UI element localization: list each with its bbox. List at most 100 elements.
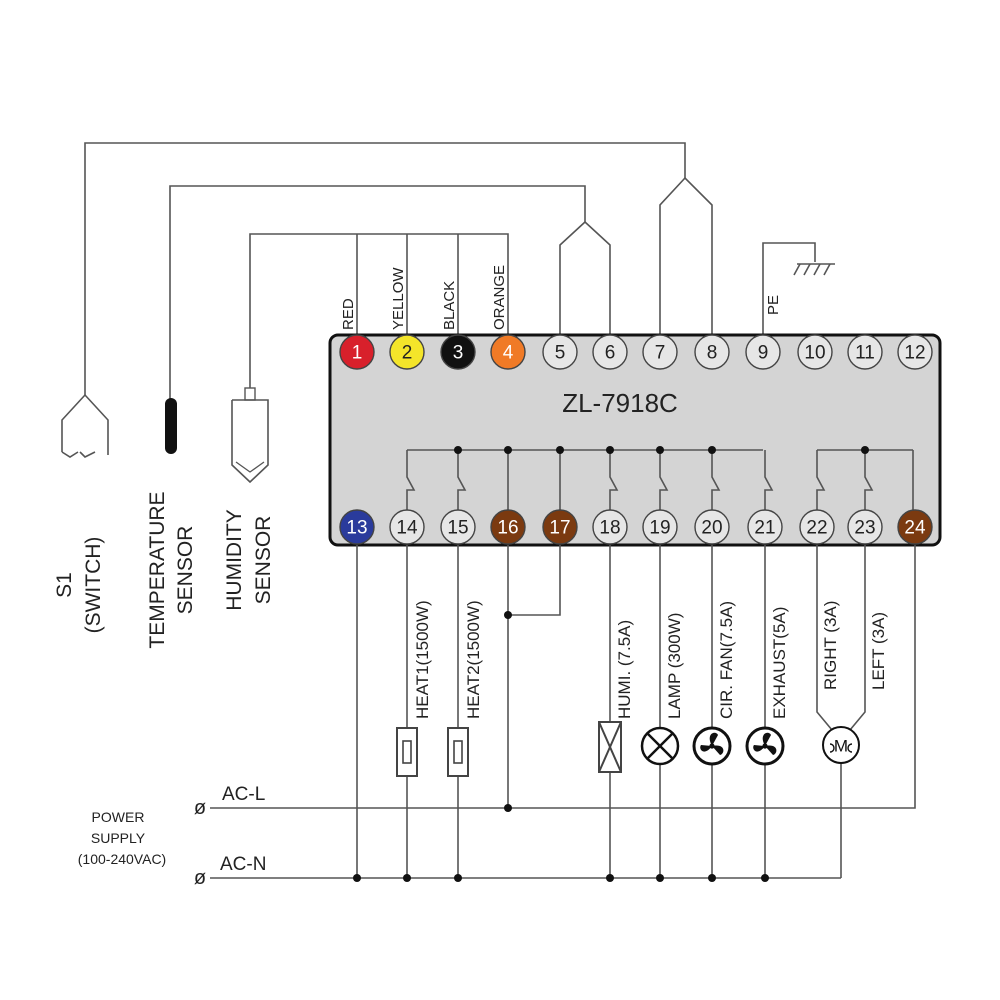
terminal-pin-number: 15 <box>447 518 468 539</box>
terminal-pin-circle <box>694 334 730 370</box>
terminal-pin-number: 23 <box>854 518 875 539</box>
bus-junctions <box>454 446 869 454</box>
humidifier-icon <box>598 721 622 773</box>
terminal-pin-9: 9 <box>745 334 781 370</box>
fan-icon <box>745 726 785 766</box>
wire-label-red: RED <box>340 298 357 330</box>
motor-icon: M <box>822 726 860 764</box>
heater-icon <box>396 727 418 777</box>
relay-contact <box>711 450 721 510</box>
terminal-pin-circle <box>642 509 678 545</box>
relay-contact <box>659 450 669 510</box>
output-wiring <box>210 545 916 879</box>
bottom-terminal-row: 13 14 15 16 17 18 19 20 21 22 23 24 <box>339 509 933 545</box>
fan-icon <box>692 726 732 766</box>
terminal-pin-circle <box>847 509 883 545</box>
terminal-pin-circle <box>799 509 835 545</box>
load-label-humi: HUMI. (7.5A) <box>615 620 634 719</box>
temperature-label-line2: SENSOR <box>174 526 197 615</box>
svg-text:M: M <box>834 737 848 756</box>
relay-contact <box>406 450 416 510</box>
load-label-cir-fan: CIR. FAN(7.5A) <box>717 601 736 719</box>
terminal-pin-13: 13 <box>339 509 375 545</box>
terminal-pin-22: 22 <box>799 509 835 545</box>
terminal-pin-number: 17 <box>549 518 570 539</box>
relay-contacts <box>406 450 874 510</box>
wire-label-yellow: YELLOW <box>390 267 407 330</box>
wire-label-black: BLACK <box>441 281 458 330</box>
terminal-pin-number: 3 <box>453 343 464 364</box>
terminal-pin-23: 23 <box>847 509 883 545</box>
terminal-pin-number: 24 <box>904 518 926 539</box>
terminal-pin-number: 10 <box>804 343 825 364</box>
humidity-label-line2: SENSOR <box>252 516 275 605</box>
terminal-pin-circle <box>745 334 781 370</box>
terminal-pin-circle <box>389 334 425 370</box>
switch-s1 <box>61 393 109 458</box>
terminal-pin-circle <box>490 509 526 545</box>
heater-icon <box>447 727 469 777</box>
terminal-pin-15: 15 <box>440 509 476 545</box>
terminal-pin-11: 11 <box>847 334 883 370</box>
power-title-line2: SUPPLY <box>91 830 146 846</box>
terminal-pin-18: 18 <box>592 509 628 545</box>
switch-label-line2: (SWITCH) <box>82 537 105 634</box>
terminal-pin-number: 13 <box>346 518 367 539</box>
neutral-terminal-symbol: ø <box>194 867 206 889</box>
controller: ZL-7918C <box>328 333 942 547</box>
terminal-pin-number: 5 <box>555 343 566 364</box>
terminal-pin-circle <box>339 334 375 370</box>
terminal-pin-number: 19 <box>649 518 670 539</box>
terminal-pin-number: 7 <box>655 343 666 364</box>
terminal-pin-number: 18 <box>599 518 620 539</box>
terminal-pin-number: 2 <box>402 343 413 364</box>
terminal-pin-number: 14 <box>396 518 418 539</box>
terminal-pin-circle <box>747 509 783 545</box>
terminal-pin-5: 5 <box>542 334 578 370</box>
power-title-line1: POWER <box>92 809 145 825</box>
terminal-pin-17: 17 <box>542 509 578 545</box>
neutral-label: AC-N <box>220 854 266 875</box>
terminal-pin-8: 8 <box>694 334 730 370</box>
terminal-pin-14: 14 <box>389 509 425 545</box>
terminal-pin-circle <box>694 509 730 545</box>
terminal-pin-circle <box>592 509 628 545</box>
temperature-probe-icon <box>165 398 177 454</box>
wire-colour-labels: RED YELLOW BLACK ORANGE PE <box>340 265 782 330</box>
switch-label-line1: S1 <box>53 572 76 598</box>
terminal-pin-circle <box>542 334 578 370</box>
terminal-pin-2: 2 <box>389 334 425 370</box>
terminal-pin-20: 20 <box>694 509 730 545</box>
terminal-pin-4: 4 <box>490 334 526 370</box>
terminal-pin-circle <box>440 334 476 370</box>
terminal-pin-12: 12 <box>897 334 933 370</box>
live-label: AC-L <box>222 784 265 805</box>
terminal-pin-1: 1 <box>339 334 375 370</box>
load-label-right: RIGHT (3A) <box>821 601 840 690</box>
terminal-pin-16: 16 <box>490 509 526 545</box>
load-label-exhaust: EXHAUST(5A) <box>770 607 789 719</box>
terminal-pin-number: 9 <box>758 343 769 364</box>
temperature-label-line1: TEMPERATURE <box>146 491 169 648</box>
terminal-pin-number: 1 <box>352 343 363 364</box>
relay-contact <box>609 450 619 510</box>
load-labels: HEAT1(1500W) HEAT2(1500W) HUMI. (7.5A) L… <box>413 600 888 719</box>
terminal-pin-number: 6 <box>605 343 616 364</box>
terminal-pin-number: 8 <box>707 343 718 364</box>
wire-label-orange: ORANGE <box>491 265 508 330</box>
terminal-pin-10: 10 <box>797 334 833 370</box>
lamp-icon <box>640 726 680 766</box>
terminal-pin-19: 19 <box>642 509 678 545</box>
terminal-pin-21: 21 <box>747 509 783 545</box>
relay-contact <box>816 450 826 510</box>
load-label-heat2: HEAT2(1500W) <box>464 600 483 719</box>
load-label-left: LEFT (3A) <box>869 612 888 690</box>
power-title-line3: (100-240VAC) <box>78 851 166 867</box>
terminal-pin-circle <box>797 334 833 370</box>
humidity-probe-icon <box>231 387 269 484</box>
sensor-labels: S1 (SWITCH) TEMPERATURE SENSOR HUMIDITY … <box>53 491 275 648</box>
load-label-heat1: HEAT1(1500W) <box>413 600 432 719</box>
terminal-pin-circle <box>847 334 883 370</box>
controller-body <box>328 333 942 547</box>
